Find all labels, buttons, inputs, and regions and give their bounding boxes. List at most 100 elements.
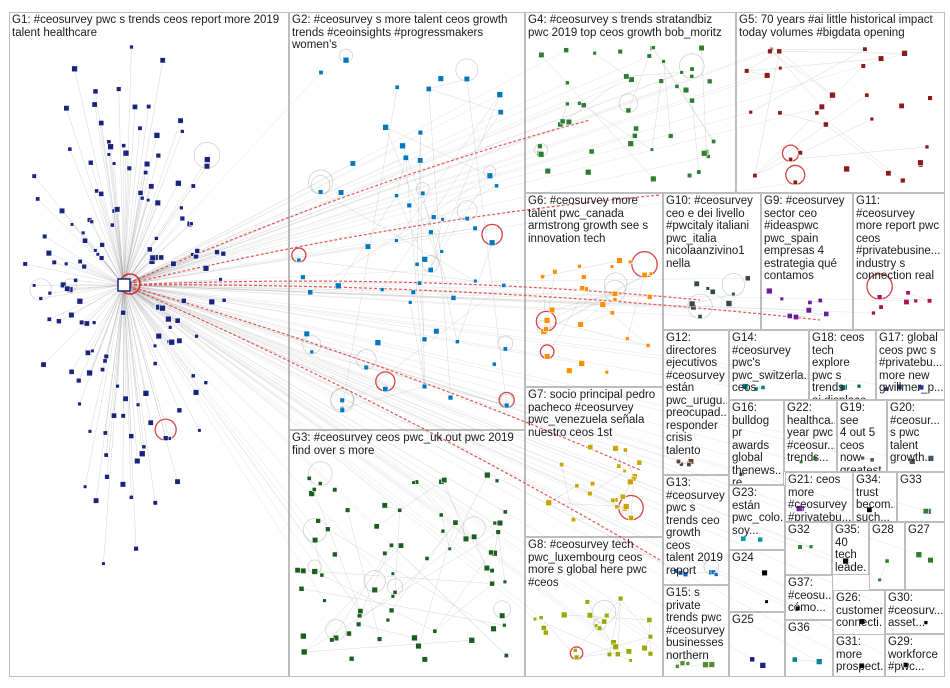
vertex-node[interactable] xyxy=(430,214,437,220)
vertex-node[interactable] xyxy=(334,282,342,290)
vertex-node[interactable] xyxy=(315,518,321,524)
vertex-node[interactable] xyxy=(381,502,388,509)
vertex-node[interactable] xyxy=(708,661,715,668)
vertex-node[interactable] xyxy=(609,264,615,269)
vertex-node[interactable] xyxy=(610,497,616,503)
vertex-node[interactable] xyxy=(208,298,216,306)
vertex-node[interactable] xyxy=(823,311,830,317)
vertex-node[interactable] xyxy=(46,316,52,322)
vertex-node[interactable] xyxy=(764,599,769,604)
vertex-node[interactable] xyxy=(79,319,85,326)
vertex-node[interactable] xyxy=(332,551,338,558)
vertex-node[interactable] xyxy=(572,648,578,653)
vertex-node[interactable] xyxy=(170,260,177,267)
vertex-node[interactable] xyxy=(689,97,695,104)
vertex-node[interactable] xyxy=(544,167,551,175)
vertex-node[interactable] xyxy=(317,481,323,486)
vertex-node[interactable] xyxy=(122,149,130,157)
vertex-node[interactable] xyxy=(111,161,117,166)
vertex-node[interactable] xyxy=(590,481,596,487)
vertex-node[interactable] xyxy=(492,520,498,526)
vertex-node[interactable] xyxy=(473,278,478,284)
vertex-node[interactable] xyxy=(73,277,78,283)
vertex-node[interactable] xyxy=(146,104,152,110)
vertex-node[interactable] xyxy=(627,140,634,147)
vertex-node[interactable] xyxy=(627,478,634,486)
vertex-node[interactable] xyxy=(101,561,106,566)
vertex-node[interactable] xyxy=(706,78,713,85)
vertex-node[interactable] xyxy=(606,651,612,657)
vertex-node[interactable] xyxy=(502,346,508,352)
vertex-node[interactable] xyxy=(152,343,158,348)
vertex-node[interactable] xyxy=(702,661,709,668)
vertex-node[interactable] xyxy=(689,73,695,79)
vertex-node[interactable] xyxy=(869,116,875,122)
vertex-node[interactable] xyxy=(918,384,925,391)
vertex-node[interactable] xyxy=(51,259,57,265)
vertex-node[interactable] xyxy=(896,383,903,390)
vertex-node[interactable] xyxy=(344,507,351,513)
vertex-node[interactable] xyxy=(300,648,308,656)
vertex-node[interactable] xyxy=(645,343,651,348)
vertex-node[interactable] xyxy=(432,628,438,634)
vertex-node[interactable] xyxy=(902,662,909,668)
vertex-node[interactable] xyxy=(439,249,444,254)
vertex-node[interactable] xyxy=(189,221,194,226)
vertex-node[interactable] xyxy=(111,412,117,419)
vertex-node[interactable] xyxy=(901,50,908,57)
vertex-node[interactable] xyxy=(612,297,618,302)
vertex-node[interactable] xyxy=(311,487,317,492)
vertex-node[interactable] xyxy=(752,173,758,179)
vertex-node[interactable] xyxy=(390,594,396,599)
vertex-node[interactable] xyxy=(749,656,756,663)
vertex-node[interactable] xyxy=(462,535,470,543)
vertex-node[interactable] xyxy=(421,656,428,663)
vertex-node[interactable] xyxy=(628,76,635,83)
vertex-node[interactable] xyxy=(869,457,875,463)
vertex-node[interactable] xyxy=(622,503,630,510)
vertex-node[interactable] xyxy=(698,44,705,52)
vertex-node[interactable] xyxy=(647,634,654,640)
vertex-node[interactable] xyxy=(584,599,590,605)
vertex-node[interactable] xyxy=(415,642,422,650)
vertex-node[interactable] xyxy=(622,447,628,453)
vertex-node[interactable] xyxy=(540,274,545,279)
vertex-node[interactable] xyxy=(176,337,183,344)
vertex-node[interactable] xyxy=(623,73,630,80)
vertex-node[interactable] xyxy=(648,271,654,276)
vertex-node[interactable] xyxy=(877,55,885,62)
vertex-node[interactable] xyxy=(777,110,783,116)
vertex-node[interactable] xyxy=(767,48,773,55)
vertex-node[interactable] xyxy=(22,261,28,267)
vertex-node[interactable] xyxy=(858,662,865,669)
vertex-node[interactable] xyxy=(159,304,166,312)
vertex-node[interactable] xyxy=(537,151,545,158)
vertex-node[interactable] xyxy=(915,551,923,558)
vertex-node[interactable] xyxy=(807,300,813,305)
vertex-node[interactable] xyxy=(300,632,307,640)
vertex-node[interactable] xyxy=(64,261,69,267)
vertex-node[interactable] xyxy=(32,283,37,288)
vertex-node[interactable] xyxy=(433,328,440,335)
vertex-node[interactable] xyxy=(713,572,719,577)
vertex-node[interactable] xyxy=(399,142,406,150)
vertex-node[interactable] xyxy=(179,205,184,211)
vertex-node[interactable] xyxy=(168,325,173,330)
vertex-node[interactable] xyxy=(67,146,73,152)
vertex-node[interactable] xyxy=(499,612,506,619)
vertex-node[interactable] xyxy=(203,380,209,385)
vertex-node[interactable] xyxy=(495,529,501,535)
vertex-node[interactable] xyxy=(900,177,906,184)
vertex-node[interactable] xyxy=(501,282,507,288)
vertex-node[interactable] xyxy=(385,617,391,623)
vertex-node[interactable] xyxy=(676,459,681,464)
vertex-node[interactable] xyxy=(332,487,338,493)
vertex-node[interactable] xyxy=(83,320,90,327)
vertex-node[interactable] xyxy=(392,589,398,595)
vertex-node[interactable] xyxy=(103,452,109,458)
vertex-node[interactable] xyxy=(31,173,37,179)
vertex-node[interactable] xyxy=(417,157,424,164)
vertex-node[interactable] xyxy=(788,157,793,162)
vertex-node[interactable] xyxy=(152,361,158,366)
vertex-node[interactable] xyxy=(390,571,395,576)
